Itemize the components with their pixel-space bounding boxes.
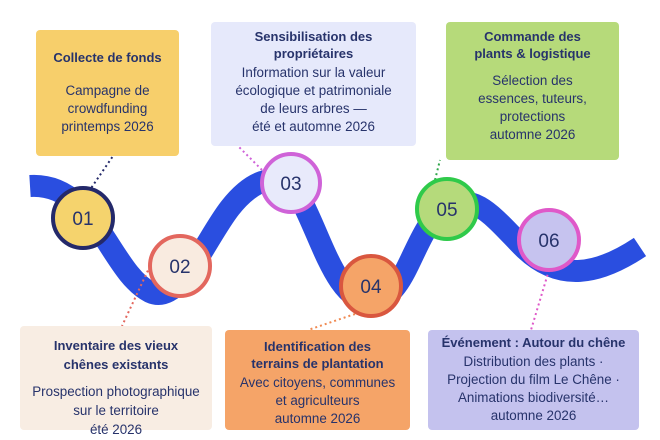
- step-marker-06: [517, 208, 581, 272]
- step-body-03: Information sur la valeur écologique et …: [219, 64, 408, 136]
- step-line: Information sur la valeur: [241, 65, 386, 80]
- title-line: Identification des: [264, 339, 371, 354]
- step-number-03: 03: [280, 174, 301, 195]
- step-card-06: Événement : Autour du chêne Distribution…: [428, 330, 639, 430]
- step-title-06: Événement : Autour du chêne: [441, 335, 626, 350]
- step-line: Distribution des plants ·: [463, 354, 604, 369]
- step-line: sur le territoire: [73, 403, 159, 418]
- step-line: écologique et patrimoniale: [235, 83, 392, 98]
- connector-05: [434, 159, 441, 181]
- step-line: Campagne de: [65, 83, 150, 98]
- step-number-06: 06: [538, 231, 559, 252]
- step-body-06: Distribution des plants · Projection du …: [436, 353, 631, 425]
- step-title-02: Inventaire des vieux chênes existants: [28, 336, 204, 374]
- step-markers: 01 02 03 04 05 06: [51, 152, 581, 318]
- step-line: Sélection des: [492, 73, 573, 88]
- step-line: essences, tuteurs,: [478, 91, 587, 106]
- step-title-01: Collecte de fonds: [53, 50, 162, 65]
- title-line: Inventaire des vieux: [53, 338, 179, 353]
- step-line: Avec citoyens, communes: [239, 375, 396, 390]
- step-card-02: Inventaire des vieux chênes existants Pr…: [20, 326, 212, 437]
- connector-02: [121, 265, 151, 327]
- title-line: Sensibilisation des: [254, 29, 373, 44]
- title-line: terrains de plantation: [251, 356, 384, 371]
- step-marker-02: [148, 234, 212, 298]
- step-line: crowdfunding: [67, 101, 148, 116]
- step-number-02: 02: [169, 257, 190, 278]
- step-number-05: 05: [436, 200, 457, 221]
- title-line: propriétaires: [273, 46, 354, 61]
- step-line: de leurs arbres —: [260, 101, 367, 116]
- connector-lines: [82, 145, 550, 331]
- step-card-05: Commande des plants & logistique Sélecti…: [446, 22, 619, 160]
- step-line: et agriculteurs: [275, 393, 360, 408]
- step-title-03: Sensibilisation des propriétaires: [219, 28, 408, 62]
- step-line: automne 2026: [489, 127, 576, 142]
- step-card-04: Identification des terrains de plantatio…: [225, 330, 410, 430]
- step-title-05: Commande des plants & logistique: [454, 28, 611, 62]
- step-line: été 2026: [89, 422, 143, 437]
- connector-03: [237, 145, 263, 171]
- step-marker-03: [260, 152, 322, 214]
- step-marker-04: [339, 254, 403, 318]
- title-line: chênes existants: [63, 357, 169, 372]
- step-body-05: Sélection des essences, tuteurs, protect…: [454, 72, 611, 144]
- connector-04: [307, 313, 356, 331]
- step-body-01: Campagne de crowdfunding printemps 2026: [44, 82, 171, 136]
- step-line: été et automne 2026: [252, 119, 375, 134]
- step-card-03: Sensibilisation des propriétaires Inform…: [211, 22, 416, 146]
- step-line: Animations biodiversité…: [457, 390, 610, 405]
- step-line: protections: [499, 109, 566, 124]
- step-marker-01: [51, 186, 115, 250]
- step-line: printemps 2026: [61, 119, 154, 134]
- step-body-04: Avec citoyens, communes et agriculteurs …: [233, 374, 402, 428]
- connector-01: [82, 155, 114, 201]
- step-marker-05: [415, 177, 479, 241]
- title-line: Commande des: [484, 29, 581, 44]
- step-line: automne 2026: [490, 408, 577, 423]
- step-number-01: 01: [72, 209, 93, 230]
- step-card-01: Collecte de fonds Campagne de crowdfundi…: [36, 30, 179, 156]
- step-body-02: Prospection photographique sur le territ…: [28, 382, 204, 439]
- step-number-04: 04: [360, 277, 382, 298]
- step-line: automne 2026: [274, 411, 361, 426]
- step-title-04: Identification des terrains de plantatio…: [233, 338, 402, 372]
- title-line: plants & logistique: [474, 46, 591, 61]
- step-line: Prospection photographique: [32, 384, 200, 399]
- connector-06: [530, 269, 550, 331]
- timeline-wave: [29, 169, 647, 312]
- step-line: Projection du film Le Chêne ·: [447, 372, 620, 387]
